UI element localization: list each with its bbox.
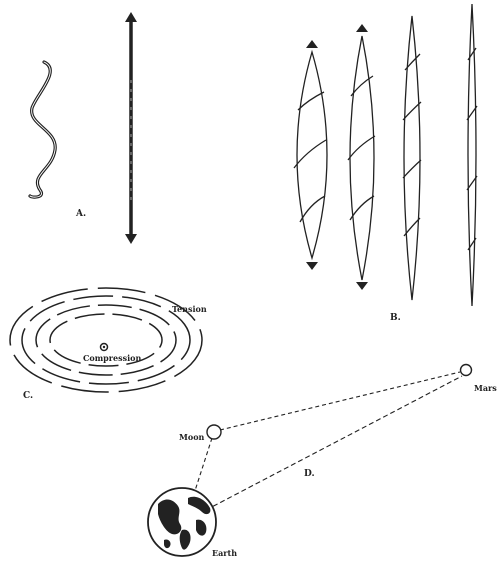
spindle-1 <box>296 49 328 261</box>
compression-label: Compression <box>83 353 141 363</box>
moon-icon <box>206 424 222 440</box>
moon-label: Moon <box>179 432 205 442</box>
spindle-3 <box>403 15 421 301</box>
up-arrow-icon <box>306 40 318 48</box>
panel-label-d: D. <box>304 469 315 479</box>
moon-earth-line <box>191 437 213 501</box>
down-arrow-icon <box>356 282 368 290</box>
tension-ring-outer <box>9 287 203 393</box>
earth-icon <box>147 487 217 557</box>
tension-label: Tension <box>172 304 207 314</box>
wavy-wire <box>28 60 57 199</box>
tension-ring-2 <box>21 295 191 385</box>
down-arrow-icon <box>306 262 318 270</box>
mars-icon <box>459 363 473 377</box>
down-arrow-icon <box>125 234 137 244</box>
spindle-4 <box>467 3 477 307</box>
panel-label-c: C. <box>23 391 33 401</box>
spindle-2 <box>349 35 375 281</box>
moon-mars-line <box>219 371 461 431</box>
panel-label-a: A. <box>75 209 86 219</box>
tension-ring-inner <box>49 313 163 367</box>
panel-label-b: B. <box>390 313 401 323</box>
panel-a: A. <box>28 12 137 244</box>
panel-c <box>9 287 203 393</box>
panel-b <box>293 3 478 307</box>
earth-label: Earth <box>212 548 237 558</box>
tension-ring-3 <box>35 304 177 376</box>
earth-mars-line <box>205 375 463 511</box>
panel-d <box>191 371 463 511</box>
up-arrow-icon <box>356 24 368 32</box>
up-arrow-icon <box>125 12 137 22</box>
mars-label: Mars <box>474 383 497 393</box>
